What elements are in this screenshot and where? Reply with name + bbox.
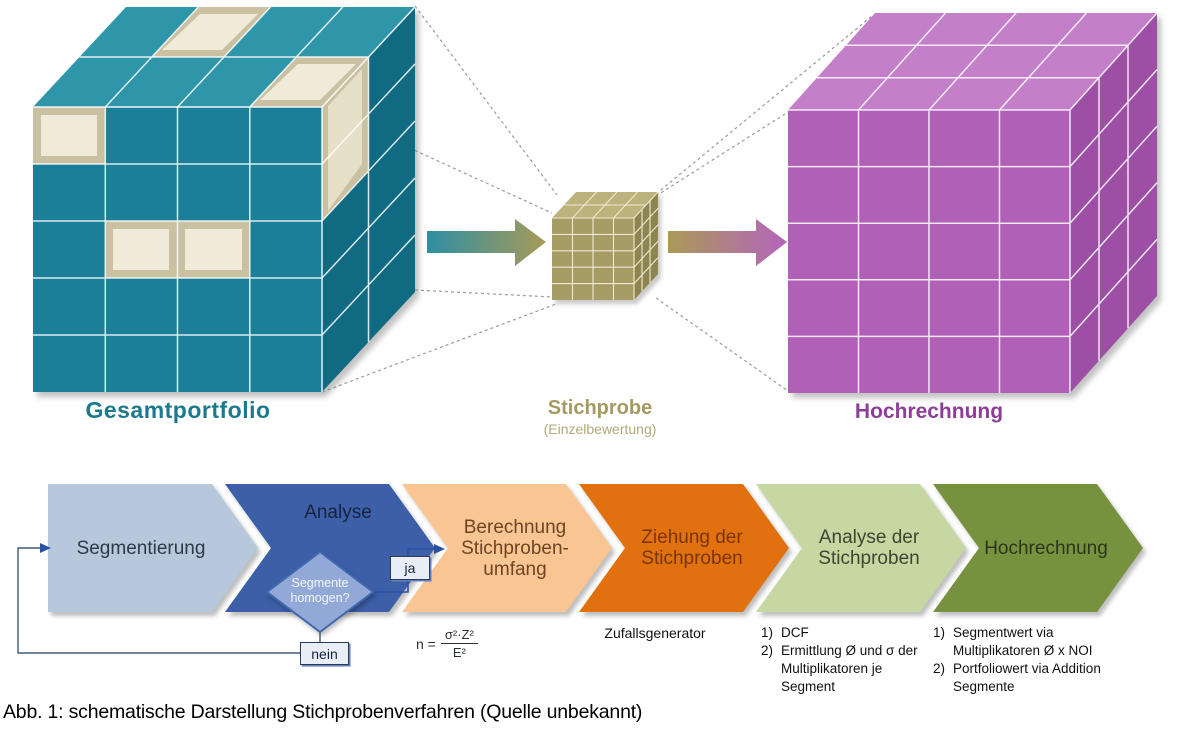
note-text: Segmentwert via Multiplikatoren Ø x NOI	[953, 625, 1093, 658]
note-item: 1) DCF	[761, 624, 939, 642]
gesamtportfolio-cube	[33, 6, 416, 392]
nein-label-box: nein	[300, 642, 349, 665]
note-zufallsgenerator: Zufallsgenerator	[604, 625, 706, 641]
step-analyse-stichproben: Analyse der Stichproben	[756, 484, 966, 612]
nein-label: nein	[311, 645, 338, 662]
cube-grid	[552, 191, 659, 300]
note-text: DCF	[781, 625, 809, 640]
cube-grid	[33, 6, 416, 392]
step-hochrechnung: Hochrechnung	[933, 484, 1143, 612]
cubes-diagram	[33, 5, 1158, 393]
stichprobe-label: Stichprobe	[547, 397, 653, 419]
note-text: Ermittlung Ø und σ der Multiplikatoren j…	[781, 643, 918, 694]
stichprobe-sublabel: (Einzelbewertung)	[543, 421, 657, 437]
sample-size-formula: n = σ²·Z² E²	[416, 627, 478, 660]
hochrechnung-label: Hochrechnung	[854, 400, 1004, 423]
note-number: 2)	[933, 661, 946, 676]
note-number: 1)	[761, 625, 774, 640]
note-analyse-stichproben: 1) DCF 2) Ermittlung Ø und σ der Multipl…	[761, 624, 939, 696]
note-item: 2) Portfoliowert via Addition Segmente	[933, 660, 1133, 696]
note-item: 1) Segmentwert via Multiplikatoren Ø x N…	[933, 624, 1133, 660]
cube-side-face	[1070, 13, 1157, 393]
formula-lhs: n =	[416, 635, 436, 652]
figure-caption: Abb. 1: schematische Darstellung Stichpr…	[3, 701, 643, 723]
formula-fraction: σ²·Z² E²	[440, 627, 478, 660]
arrow-gesamt-to-stichprobe	[427, 219, 546, 266]
hochrechnung-cube	[788, 12, 1158, 393]
step-ziehung-stichproben: Ziehung der Stichproben	[579, 484, 789, 612]
note-text: Portfoliowert via Addition Segmente	[953, 661, 1101, 694]
stichprobe-cube	[552, 191, 659, 300]
ja-label-box: ja	[390, 556, 430, 580]
note-hochrechnung: 1) Segmentwert via Multiplikatoren Ø x N…	[933, 624, 1133, 696]
decision-question: Segmente homogen?	[290, 576, 350, 605]
cube-side-face	[634, 192, 658, 300]
gesamtportfolio-label: Gesamtportfolio	[85, 397, 271, 423]
formula-denominator: E²	[452, 645, 466, 660]
arrow-stichprobe-to-hochrechnung	[668, 219, 787, 266]
formula-numerator: σ²·Z²	[440, 627, 478, 644]
note-item: 2) Ermittlung Ø und σ der Multiplikatore…	[761, 642, 939, 696]
note-number: 1)	[933, 625, 946, 640]
highlighted-blocks	[33, 7, 369, 278]
step-label: Hochrechnung	[933, 484, 1143, 612]
note-number: 2)	[761, 643, 774, 658]
cube-grid	[788, 12, 1158, 393]
ja-label: ja	[404, 560, 416, 576]
